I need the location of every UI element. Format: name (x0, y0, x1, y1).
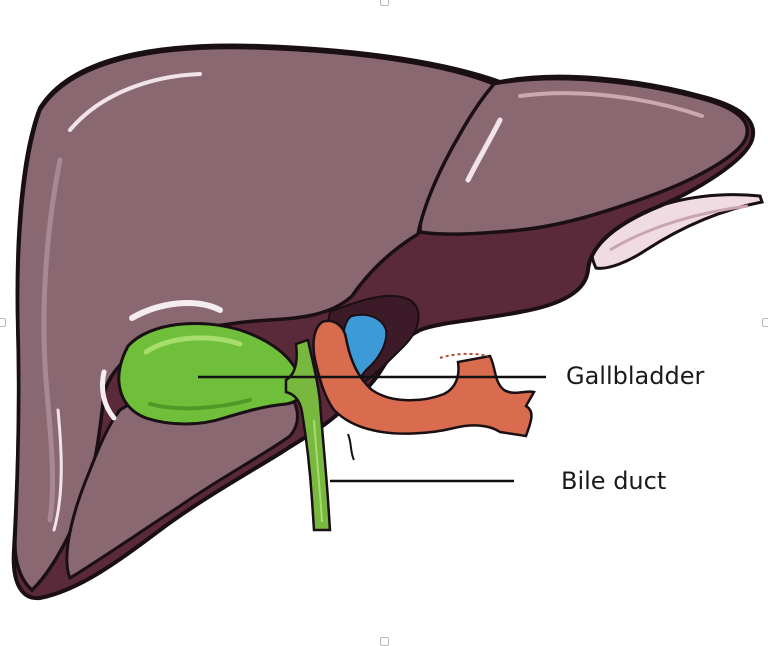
selection-handle-icon[interactable] (0, 318, 6, 327)
bile-duct-label: Bile duct (561, 469, 666, 493)
gallbladder-label: Gallbladder (566, 364, 704, 388)
selection-handle-icon[interactable] (380, 637, 389, 646)
hepatic-artery (314, 321, 534, 436)
selection-handle-icon[interactable] (762, 318, 768, 327)
selection-handle-icon[interactable] (380, 0, 389, 6)
